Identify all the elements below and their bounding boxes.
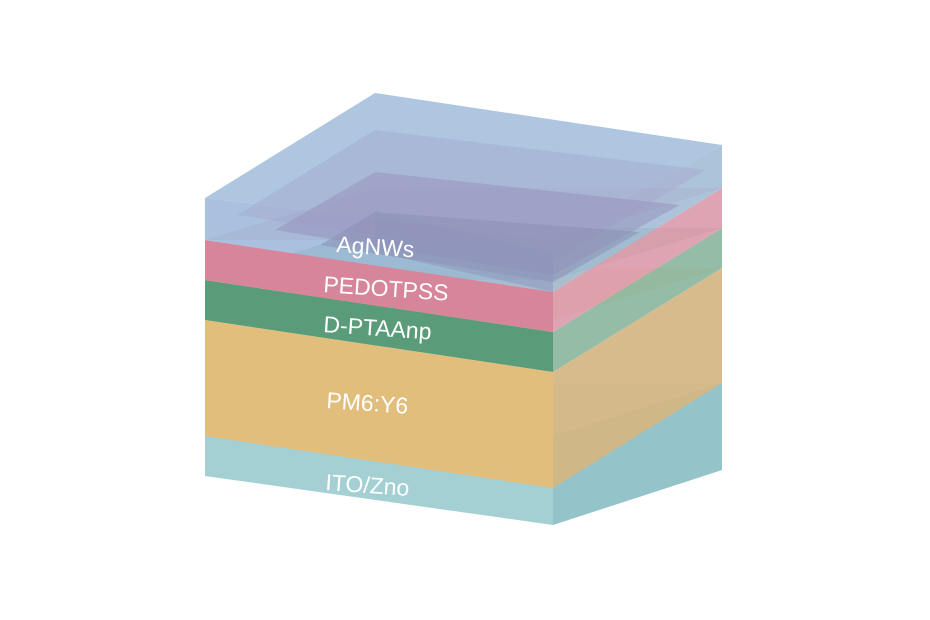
label-pm6: PM6:Y6 — [326, 387, 409, 419]
layer-pm6-front — [205, 320, 553, 488]
layer-dptaa-front — [205, 280, 553, 372]
layer-dptaa-side — [553, 228, 722, 372]
label-ito: ITO/Zno — [325, 469, 411, 501]
layer-agnw — [205, 93, 722, 292]
layer-pm6-side — [553, 268, 722, 488]
layer-pedot-side — [553, 188, 722, 332]
layer-pedot-front — [205, 240, 553, 332]
label-agnw: AgNWs — [336, 231, 416, 262]
inner-back-panel — [375, 212, 553, 292]
layer-ito-side — [553, 383, 722, 525]
